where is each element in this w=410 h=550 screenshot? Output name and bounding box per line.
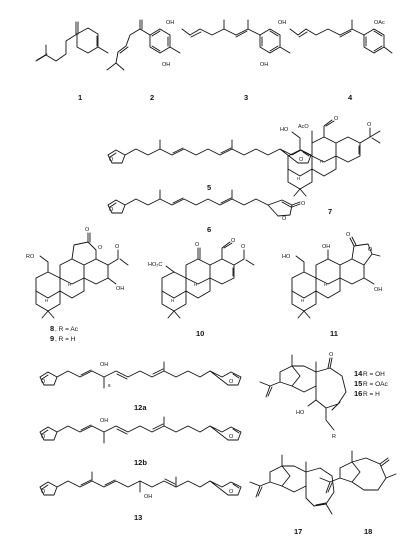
structure-13 <box>39 471 242 496</box>
compound-label-12b: 12b <box>134 458 147 467</box>
compound-label-9: 9 <box>50 334 54 343</box>
atom-oh: OH <box>166 20 174 26</box>
atom-ho2c: HO₂C <box>148 262 162 268</box>
atom-oh: OH <box>260 62 268 68</box>
compound-label-8: 8 <box>50 324 54 333</box>
structure-5 <box>107 139 312 164</box>
caption-9: , R = H <box>55 336 76 343</box>
compound-label-12a: 12a <box>134 403 147 412</box>
structure-11 <box>291 236 381 319</box>
atom-ho: HO <box>282 254 291 260</box>
structure-12b <box>39 416 242 444</box>
atom-o: O <box>98 245 103 251</box>
atom-o: O <box>299 157 304 163</box>
structure-6 <box>107 189 301 217</box>
atom-o: O <box>282 216 287 222</box>
compound-label-1: 1 <box>78 93 82 102</box>
structure-18 <box>319 450 397 494</box>
atom-o: O <box>367 122 372 128</box>
caption-15: R = OAc <box>363 381 388 388</box>
caption-16: R = H <box>363 391 380 398</box>
structure-17 <box>249 454 335 515</box>
atom-oh: OH <box>100 418 108 424</box>
atom-ro: RO <box>26 254 35 260</box>
compound-label-17: 17 <box>294 527 302 536</box>
atom-o: O <box>115 244 120 250</box>
atom-o: O <box>229 379 234 385</box>
structure-8-9 <box>35 232 129 319</box>
atom-o: O <box>41 379 46 385</box>
atom-h: H <box>297 176 300 181</box>
structure-12a <box>39 361 242 389</box>
atom-ho: HO <box>280 127 289 133</box>
structure-4 <box>289 19 393 54</box>
compound-label-14: 14 <box>354 369 363 378</box>
atom-o: O <box>241 244 246 250</box>
atom-o: O <box>346 232 351 238</box>
compound-label-6: 6 <box>207 225 211 234</box>
caption-8: , R = Ac <box>55 326 79 333</box>
compound-label-4: 4 <box>348 93 353 102</box>
atom-h: H <box>301 298 304 303</box>
structure-2 <box>106 19 181 71</box>
atom-oh: OH <box>116 286 124 292</box>
atom-oh: OH <box>278 20 286 26</box>
atom-aco: AcO <box>298 124 309 130</box>
atom-o: O <box>368 247 373 253</box>
compound-label-2: 2 <box>150 93 154 102</box>
atom-o: O <box>231 238 236 244</box>
structure-10 <box>161 241 255 319</box>
compound-label-10: 10 <box>196 329 204 338</box>
atom-o: O <box>334 116 339 122</box>
compound-label-16: 16 <box>354 389 362 398</box>
atom-h: H <box>45 298 48 303</box>
compound-label-7: 7 <box>328 207 332 216</box>
atom-o: O <box>329 352 334 358</box>
locant-8: 8 <box>108 383 111 388</box>
atom-o: O <box>109 157 114 163</box>
atom-o: O <box>41 434 46 440</box>
atom-r: R <box>332 434 336 440</box>
compound-label-13: 13 <box>134 513 142 522</box>
atom-o: O <box>109 207 114 213</box>
compound-label-18: 18 <box>364 527 372 536</box>
atom-h: H <box>194 282 197 287</box>
atom-oac: OAc <box>374 20 385 26</box>
atom-o: O <box>229 489 234 495</box>
atom-h: H <box>324 282 327 287</box>
structure-3 <box>181 19 291 54</box>
atom-o: O <box>229 434 234 440</box>
atom-oh: OH <box>374 287 382 293</box>
atom-o: O <box>301 201 306 207</box>
atom-oh: OH <box>144 494 152 500</box>
atom-o: O <box>41 489 46 495</box>
atom-ho: HO <box>296 410 305 416</box>
compound-label-15: 15 <box>354 379 362 388</box>
compound-label-11: 11 <box>330 329 338 338</box>
atom-oh: OH <box>100 362 108 368</box>
atom-h: H <box>68 282 71 287</box>
structure-14-16 <box>259 354 347 431</box>
structure-1 <box>35 21 109 62</box>
atom-oh: OH <box>162 62 170 68</box>
atom-oh: OH <box>322 244 330 250</box>
atom-h: H <box>320 159 323 164</box>
caption-14: R = OH <box>363 371 385 378</box>
atom-o: O <box>195 242 200 248</box>
compound-label-5: 5 <box>207 183 211 192</box>
atom-h: H <box>171 298 174 303</box>
compound-label-3: 3 <box>244 93 248 102</box>
structure-7 <box>287 119 381 197</box>
atom-o: O <box>85 227 90 233</box>
